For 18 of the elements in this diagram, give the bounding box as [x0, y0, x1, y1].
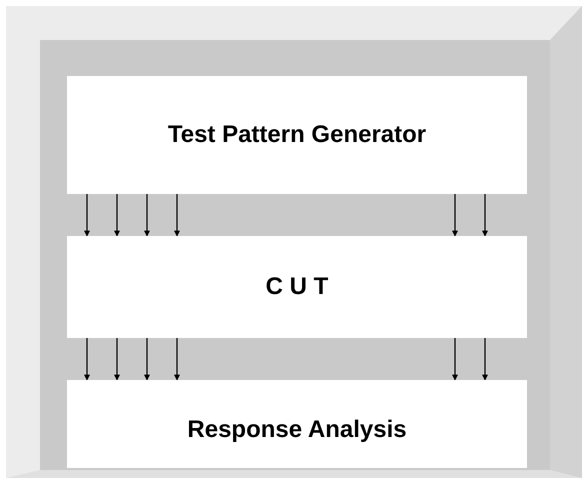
box-label: Response Analysis	[187, 416, 407, 444]
arrow	[452, 338, 458, 381]
box-label: C U T	[266, 273, 328, 301]
arrow	[84, 338, 90, 381]
process-box	[67, 76, 527, 194]
arrow	[174, 194, 180, 237]
arrow	[452, 194, 458, 237]
process-box	[67, 236, 527, 338]
process-box	[67, 380, 527, 468]
arrow	[144, 194, 150, 237]
arrow	[114, 194, 120, 237]
arrow	[174, 338, 180, 381]
arrow	[84, 194, 90, 237]
arrow	[482, 338, 488, 381]
arrow	[114, 338, 120, 381]
box-label: Test Pattern Generator	[168, 121, 426, 149]
arrow	[144, 338, 150, 381]
arrow	[482, 194, 488, 237]
